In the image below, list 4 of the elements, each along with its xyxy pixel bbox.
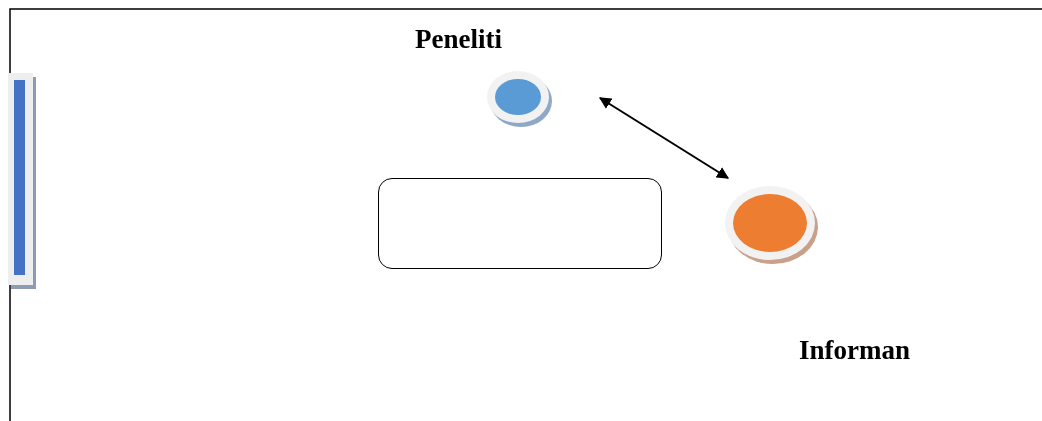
node-label: Informan [799, 335, 910, 366]
node-label: Peneliti [415, 24, 502, 55]
double-arrow [599, 97, 729, 179]
rounded-box [378, 178, 662, 269]
